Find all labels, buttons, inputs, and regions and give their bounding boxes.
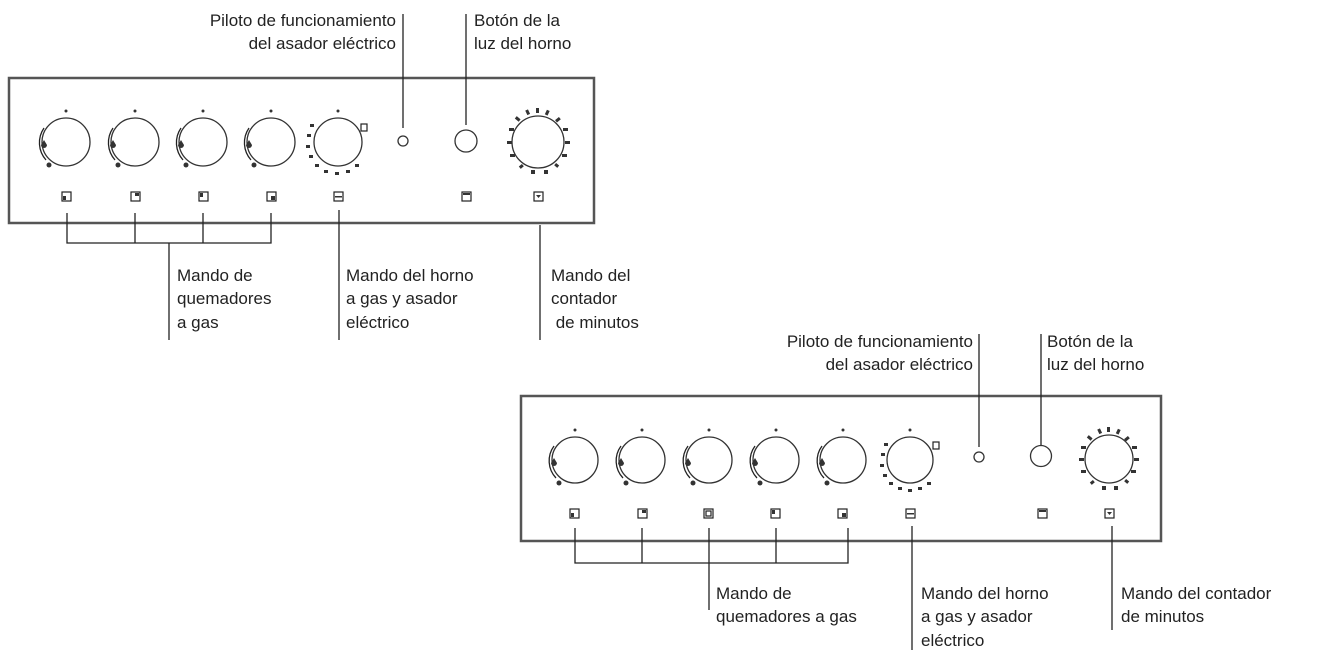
timer-knob bbox=[507, 108, 570, 174]
burner-knob-4 bbox=[749, 428, 800, 486]
pilot-label-line2: del asador eléctrico bbox=[249, 34, 396, 53]
diagram-top: Piloto de funcionamiento del asador eléc… bbox=[7, 11, 639, 340]
oven-label-line1: Mando del horno bbox=[346, 266, 474, 285]
burner-knob-3 bbox=[682, 428, 733, 486]
pilot-light-icon bbox=[973, 451, 985, 463]
timer-label-line3: de minutos bbox=[551, 313, 639, 332]
burners-bracket bbox=[66, 213, 272, 340]
timer-label-line1: Mando del bbox=[551, 266, 630, 285]
burner-position-symbol-icon bbox=[61, 191, 544, 202]
oven-knob bbox=[880, 428, 940, 492]
pilot-label-line2: del asador eléctrico bbox=[826, 355, 973, 374]
burners-label-line3: a gas bbox=[177, 313, 219, 332]
oven-knob bbox=[306, 109, 368, 175]
timer-label-line2: contador bbox=[551, 289, 617, 308]
burners-label-line1: Mando de bbox=[716, 584, 792, 603]
burner-knob-2 bbox=[107, 109, 160, 168]
light-label-line1: Botón de la bbox=[1047, 332, 1134, 351]
burners-bracket bbox=[574, 528, 849, 610]
oven-label-line1: Mando del horno bbox=[921, 584, 1049, 603]
pilot-light-icon bbox=[397, 135, 409, 147]
burner-knob-1 bbox=[548, 428, 599, 486]
pilot-label-line1: Piloto de funcionamiento bbox=[787, 332, 973, 351]
diagram-bottom: Piloto de funcionamiento del asador eléc… bbox=[519, 332, 1272, 650]
timer-knob bbox=[1079, 427, 1139, 490]
timer-label-line2: de minutos bbox=[1121, 607, 1204, 626]
oven-light-button-icon bbox=[1029, 444, 1053, 468]
burner-position-symbol-icon bbox=[569, 508, 1115, 519]
burner-knob-2 bbox=[615, 428, 666, 486]
light-label-line2: luz del horno bbox=[474, 34, 571, 53]
light-label-line2: luz del horno bbox=[1047, 355, 1144, 374]
pilot-label-line1: Piloto de funcionamiento bbox=[210, 11, 396, 30]
burners-label-line2: quemadores bbox=[177, 289, 272, 308]
oven-label-line3: eléctrico bbox=[346, 313, 409, 332]
oven-label-line3: eléctrico bbox=[921, 631, 984, 650]
control-panel bbox=[7, 76, 596, 225]
burner-knob-5 bbox=[816, 428, 867, 486]
timer-label-line1: Mando del contador bbox=[1121, 584, 1272, 603]
oven-label-line2: a gas y asador bbox=[921, 607, 1033, 626]
burner-knob-1 bbox=[38, 109, 91, 168]
burner-knob-3 bbox=[175, 109, 228, 168]
burners-label-line1: Mando de bbox=[177, 266, 253, 285]
light-label-line1: Botón de la bbox=[474, 11, 561, 30]
oven-light-button-icon bbox=[454, 129, 478, 153]
oven-label-line2: a gas y asador bbox=[346, 289, 458, 308]
burner-knob-4 bbox=[243, 109, 296, 168]
burners-label-line2: quemadores a gas bbox=[716, 607, 857, 626]
